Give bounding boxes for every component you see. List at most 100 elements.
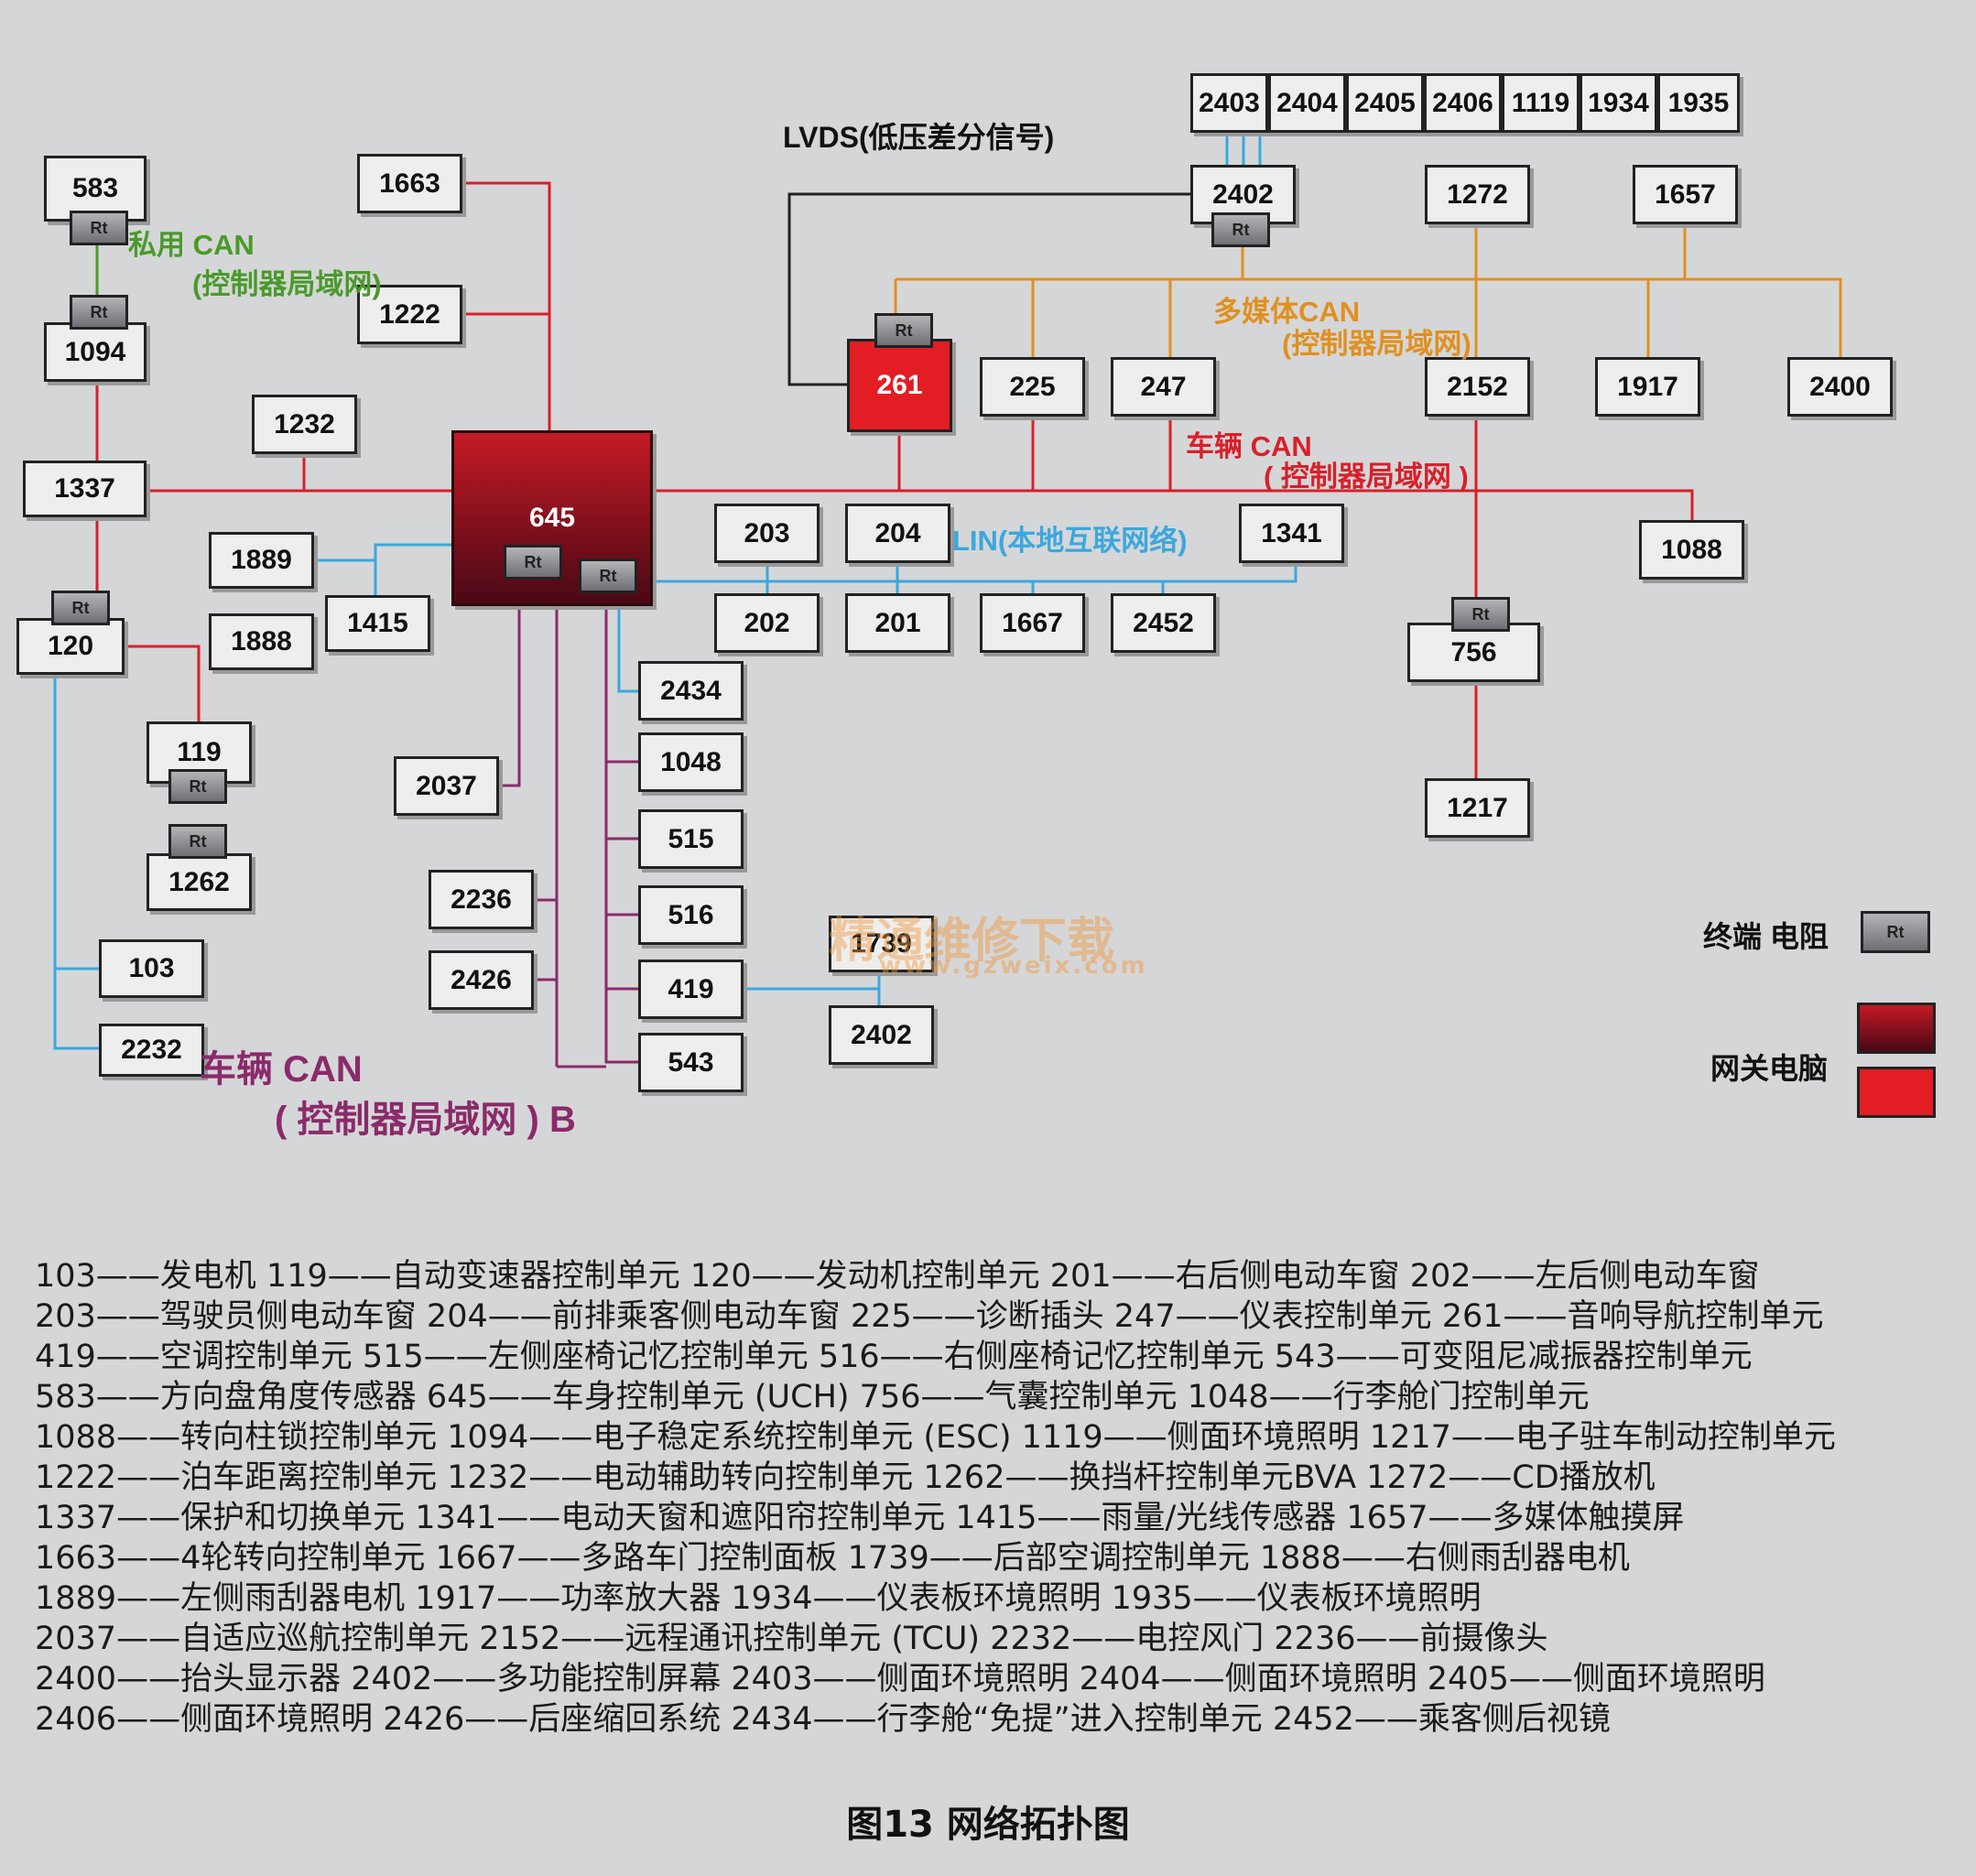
node-2232: 2232	[99, 1024, 204, 1077]
figure-caption: 图13 网络拓扑图	[846, 1804, 1130, 1846]
vehicle-can-b-label: 车辆 CAN	[200, 1049, 363, 1090]
can-b-trunk-b	[604, 606, 638, 1064]
node-1663: 1663	[357, 154, 462, 213]
private-can-label: 私用 CAN	[128, 229, 255, 261]
vehicle-can-b-sublabel: ( 控制器局域网 ) B	[275, 1100, 576, 1140]
lvds-wire	[787, 192, 1190, 386]
legend-gateway-red-swatch	[1857, 1067, 1936, 1118]
node-1934: 1934	[1580, 73, 1657, 133]
node-225: 225	[980, 357, 1085, 417]
terminator-resistor-120: Rt	[51, 591, 110, 625]
node-543: 543	[638, 1033, 744, 1092]
legend-terminator-label: 终端 电阻	[1703, 920, 1829, 953]
node-1337: 1337	[23, 461, 147, 517]
terminator-resistor-2402: Rt	[1211, 212, 1270, 247]
node-103: 103	[99, 939, 204, 998]
node-1657: 1657	[1633, 165, 1738, 224]
node-2402: 2402	[1190, 165, 1296, 224]
terminator-resistor-1094: Rt	[70, 295, 128, 330]
node-515: 515	[638, 809, 744, 869]
can-b-2037	[499, 606, 521, 787]
vehicle-can-bus-right	[653, 489, 1694, 520]
wire-1663	[462, 181, 551, 430]
node-247: 247	[1111, 357, 1216, 417]
node-1935: 1935	[1657, 73, 1740, 133]
multimedia-can-sublabel: (控制器局域网)	[1282, 328, 1471, 360]
node-1889: 1889	[209, 532, 314, 589]
node-1272: 1272	[1425, 165, 1530, 224]
node-2405: 2405	[1346, 73, 1424, 133]
node-202: 202	[714, 593, 820, 653]
node-2406: 2406	[1424, 73, 1502, 133]
legend-line: 1663——4轮转向控制单元 1667——多路车门控制面板 1739——后部空调…	[35, 1540, 1630, 1577]
vehicle-can-label: 车辆 CAN	[1186, 430, 1312, 462]
legend-gateway-label: 网关电脑	[1710, 1052, 1829, 1085]
node-1217: 1217	[1425, 778, 1530, 838]
legend-line: 1337——保护和切换单元 1341——电动天窗和遮阳帘控制单元 1415——雨…	[35, 1500, 1685, 1536]
private-can-sublabel: (控制器局域网)	[192, 268, 382, 300]
node-1088: 1088	[1639, 520, 1744, 580]
node-1094: 1094	[44, 322, 147, 382]
legend-terminator-symbol: Rt	[1861, 911, 1930, 953]
lin-1889	[314, 543, 451, 562]
terminator-resistor-645-b: Rt	[579, 558, 637, 593]
legend-gateway-dark-swatch	[1857, 1003, 1936, 1054]
node-419: 419	[638, 960, 744, 1019]
node-1739: 1739	[829, 916, 934, 972]
legend-line: 1889——左侧雨刮器电机 1917——功率放大器 1934——仪表板环境照明 …	[35, 1580, 1482, 1617]
node-2152: 2152	[1425, 357, 1530, 417]
node-2037: 2037	[394, 756, 499, 816]
bus-wires	[53, 133, 1842, 1068]
terminator-resistor-119: Rt	[168, 769, 227, 804]
legend-line: 2037——自适应巡航控制单元 2152——远程通讯控制单元 (TCU) 223…	[35, 1621, 1548, 1657]
node-2434: 2434	[638, 661, 744, 721]
legend-line: 1222——泊车距离控制单元 1232——电动辅助转向控制单元 1262——换挡…	[35, 1459, 1656, 1496]
terminator-resistor-645-a: Rt	[504, 545, 562, 580]
lin-120-2232	[53, 675, 99, 1050]
node-2236: 2236	[429, 870, 534, 929]
node-1232: 1232	[252, 395, 357, 454]
node-1222: 1222	[357, 285, 462, 344]
node-1667: 1667	[980, 593, 1085, 653]
node-1415: 1415	[325, 595, 430, 652]
vehicle-can-sublabel: ( 控制器局域网 )	[1264, 461, 1469, 493]
lin-2434	[617, 606, 638, 693]
node-2402b: 2402	[829, 1005, 934, 1065]
lin-419-1739	[744, 972, 881, 991]
node-2404: 2404	[1268, 73, 1346, 133]
node-204: 204	[845, 504, 950, 563]
terminator-resistor-583: Rt	[70, 211, 128, 245]
lin-bus	[653, 563, 1297, 583]
terminator-resistor-261: Rt	[874, 313, 933, 348]
node-1917: 1917	[1595, 357, 1700, 417]
node-1048: 1048	[638, 732, 744, 792]
legend-line: 2406——侧面环境照明 2426——后座缩回系统 2434——行李舱“免提”进…	[35, 1701, 1611, 1738]
legend-line: 2400——抬头显示器 2402——多功能控制屏幕 2403——侧面环境照明 2…	[35, 1661, 1765, 1697]
node-1888: 1888	[209, 613, 314, 670]
lin-label: LIN(本地互联网络)	[952, 525, 1188, 557]
watermark: 精通维修下载	[829, 913, 1115, 969]
legend-line: 419——空调控制单元 515——左侧座椅记忆控制单元 516——右侧座椅记忆控…	[35, 1339, 1753, 1375]
component-legend: 103——发电机 119——自动变速器控制单元 120——发动机控制单元 201…	[35, 1256, 1958, 1740]
legend-line: 203——驾驶员侧电动车窗 204——前排乘客侧电动车窗 225——诊断插头 2…	[35, 1298, 1824, 1335]
node-120: 120	[16, 618, 125, 675]
node-516: 516	[638, 885, 744, 945]
node-203: 203	[714, 504, 820, 563]
node-1341: 1341	[1239, 504, 1344, 563]
node-261: 261	[847, 339, 952, 432]
lvds-label: LVDS(低压差分信号)	[783, 121, 1055, 154]
node-1262: 1262	[147, 853, 252, 911]
watermark-url: www.gzweix.com	[879, 952, 1148, 980]
node-2400: 2400	[1787, 357, 1893, 417]
node-2403: 2403	[1190, 73, 1268, 133]
node-201: 201	[845, 593, 950, 653]
terminator-resistor-1262: Rt	[168, 824, 227, 859]
multimedia-can-label: 多媒体CAN	[1213, 296, 1361, 328]
node-2452: 2452	[1111, 593, 1216, 653]
legend-line: 1088——转向柱锁控制单元 1094——电子稳定系统控制单元 (ESC) 11…	[35, 1419, 1836, 1456]
wire-120-119	[125, 645, 201, 721]
terminator-resistor-756: Rt	[1451, 597, 1510, 632]
legend-line: 103——发电机 119——自动变速器控制单元 120——发动机控制单元 201…	[35, 1258, 1760, 1295]
multimedia-can-bus	[896, 277, 1842, 357]
